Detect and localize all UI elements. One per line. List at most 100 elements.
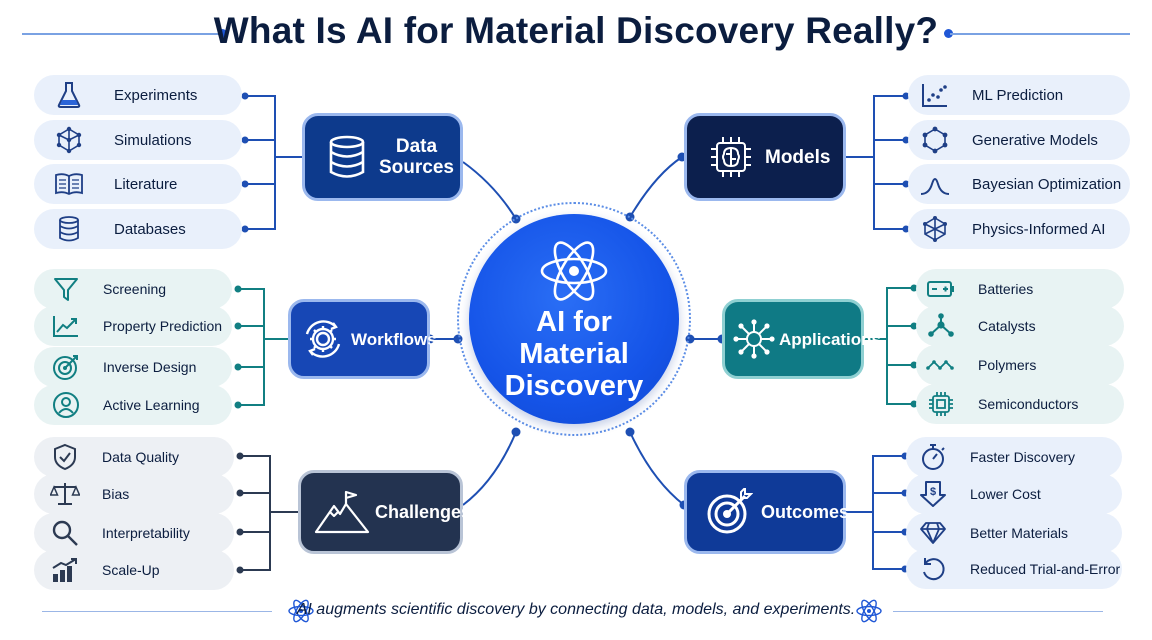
svg-text:$: $ xyxy=(930,486,936,498)
category-label: Applications xyxy=(779,329,882,349)
title-dot-left xyxy=(218,29,227,38)
polymer-chain-icon xyxy=(924,348,958,382)
hub-title-line: Discovery xyxy=(504,370,644,402)
refresh-icon xyxy=(916,552,950,586)
molecule-cube-icon xyxy=(52,123,86,157)
hub-ring xyxy=(457,202,691,436)
category-challenges: Challenges xyxy=(298,470,471,554)
list-item-experiments: Experiments xyxy=(34,75,242,115)
item-label: Bayesian Optimization xyxy=(972,175,1122,193)
item-label: Batteries xyxy=(978,281,1034,297)
list-item-polymers: Polymers xyxy=(916,345,1124,385)
item-label: Inverse Design xyxy=(103,359,197,375)
item-label: Screening xyxy=(103,281,167,297)
item-label: Databases xyxy=(114,220,186,238)
list-item-interpretability: Interpretability xyxy=(34,513,234,553)
item-label: Simulations xyxy=(114,131,192,149)
title-rule-left xyxy=(22,33,222,35)
item-label: Scale-Up xyxy=(102,562,160,578)
category-label: Workflows xyxy=(351,329,437,349)
bell-curve-icon xyxy=(918,167,952,201)
atom-icon xyxy=(288,599,314,623)
page-title: What Is AI for Material Discovery Really… xyxy=(213,10,939,51)
chip-icon xyxy=(924,387,958,421)
item-label: Experiments xyxy=(114,86,198,104)
item-label: Interpretability xyxy=(102,525,190,541)
category-data-sources: Data Sources xyxy=(302,113,463,201)
list-item-literature: Literature xyxy=(34,164,242,204)
gear-cycle-icon xyxy=(297,318,349,360)
footer-rule-right xyxy=(893,611,1103,612)
list-item-simulations: Simulations xyxy=(34,120,242,160)
category-label: Outcomes xyxy=(761,501,850,522)
category-applications: Applications xyxy=(722,299,881,379)
category-label-line: Sources xyxy=(379,157,454,178)
magnifier-icon xyxy=(48,516,82,550)
list-item-batteries: Batteries xyxy=(916,269,1124,309)
item-label: Semiconductors xyxy=(978,396,1079,412)
stopwatch-icon xyxy=(916,440,950,474)
list-item-bias: Bias xyxy=(34,474,234,514)
item-label: Better Materials xyxy=(970,525,1069,541)
list-item-better-materials: Better Materials xyxy=(906,513,1122,553)
hub-title: AI for Material Discovery xyxy=(469,306,679,402)
item-label: Data Quality xyxy=(102,449,180,465)
battery-icon xyxy=(924,272,958,306)
title-dot-right xyxy=(944,29,953,38)
list-item-semiconductors: Semiconductors xyxy=(916,384,1124,424)
list-item-faster-discovery: Faster Discovery xyxy=(906,437,1122,477)
hexagon-network-icon xyxy=(918,123,952,157)
item-label: Active Learning xyxy=(103,397,200,413)
molecule-icon xyxy=(729,318,779,360)
category-models: Models xyxy=(684,113,846,201)
mountain-flag-icon xyxy=(311,490,373,534)
category-label: Data Sources xyxy=(379,136,454,178)
item-label: Physics-Informed AI xyxy=(972,220,1106,238)
list-item-data-quality: Data Quality xyxy=(34,437,234,477)
category-label: Challenges xyxy=(375,501,472,522)
list-item-generative-models: Generative Models xyxy=(908,120,1130,160)
item-label: ML Prediction xyxy=(972,86,1064,104)
list-item-lower-cost: $ Lower Cost xyxy=(906,474,1122,514)
target-icon xyxy=(49,350,83,384)
list-item-screening: Screening xyxy=(34,269,232,309)
item-label: Literature xyxy=(114,175,178,193)
title-rule-right xyxy=(950,33,1130,35)
category-label: Models xyxy=(765,146,831,168)
list-item-reduced-trial-and-error: Reduced Trial-and-Error xyxy=(906,549,1122,589)
scatter-plot-icon xyxy=(918,78,952,112)
shield-check-icon xyxy=(48,440,82,474)
list-item-physics-informed-ai: Physics-Informed AI xyxy=(908,209,1130,249)
open-book-icon xyxy=(52,167,86,201)
funnel-icon xyxy=(49,272,83,306)
growth-bars-icon xyxy=(48,553,82,587)
hub-title-line: AI for xyxy=(536,306,612,338)
hub-title-line: Material xyxy=(519,338,629,370)
footer-caption: AI augments scientific discovery by conn… xyxy=(296,601,856,618)
bullseye-icon xyxy=(701,488,757,536)
atom-icon xyxy=(540,241,608,301)
balance-scale-icon xyxy=(48,477,82,511)
list-item-databases: Databases xyxy=(34,209,242,249)
item-label: Generative Models xyxy=(972,131,1098,149)
list-item-property-prediction: Property Prediction xyxy=(34,306,232,346)
atom-icon xyxy=(856,599,882,623)
category-outcomes: Outcomes xyxy=(684,470,850,554)
category-label-line: Data xyxy=(395,136,438,157)
item-label: Property Prediction xyxy=(103,318,223,334)
list-item-bayesian-optimization: Bayesian Optimization xyxy=(908,164,1130,204)
list-item-active-learning: Active Learning xyxy=(34,385,232,425)
title-row: What Is AI for Material Discovery Really… xyxy=(0,0,1152,64)
learner-cycle-icon xyxy=(49,388,83,422)
flask-icon xyxy=(52,78,86,112)
database-icon xyxy=(52,212,86,246)
list-item-catalysts: Catalysts xyxy=(916,306,1124,346)
item-label: Faster Discovery xyxy=(970,449,1076,465)
diamond-icon xyxy=(916,516,950,550)
category-workflows: Workflows xyxy=(288,299,437,379)
trend-line-icon xyxy=(49,309,83,343)
cube-network-icon xyxy=(918,212,952,246)
list-item-inverse-design: Inverse Design xyxy=(34,347,232,387)
item-label: Reduced Trial-and-Error xyxy=(970,561,1121,577)
